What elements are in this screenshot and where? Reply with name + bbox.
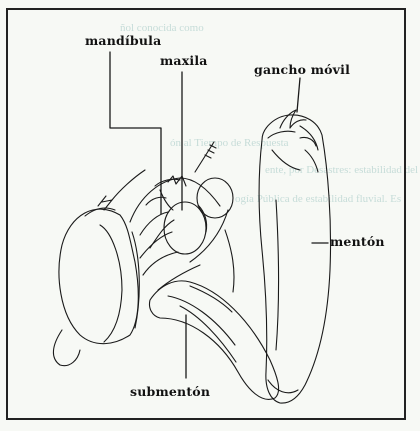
leader-movable-hook — [297, 78, 300, 112]
antennae — [98, 142, 216, 210]
label-maxilla: maxila — [160, 53, 208, 68]
leader-lines — [110, 52, 328, 378]
label-mandible: mandíbula — [85, 33, 161, 48]
central-appendages — [140, 210, 234, 292]
head-capsule — [53, 208, 139, 366]
submentum-body — [149, 281, 278, 400]
mandible-region — [130, 176, 220, 248]
label-submentum: submentón — [130, 384, 210, 399]
label-mentum: mentón — [330, 234, 385, 249]
label-movable-hook: gancho móvil — [254, 62, 350, 77]
maxilla-lobes — [164, 178, 233, 254]
